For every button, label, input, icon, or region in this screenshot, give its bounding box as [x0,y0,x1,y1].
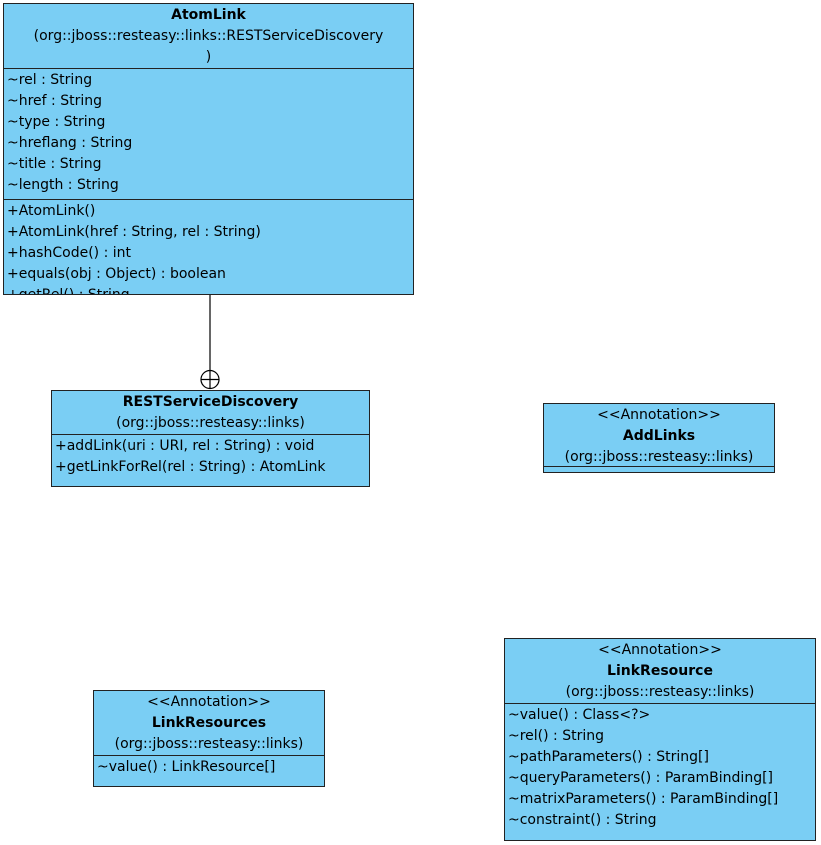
attribute: ~hreflang : String [7,135,133,151]
operation: ~matrixParameters() : ParamBinding[] [508,791,779,807]
attribute: ~length : String [7,177,119,193]
operations-compartment: ~value() : LinkResource[] [94,756,324,779]
operation: ~queryParameters() : ParamBinding[] [508,770,774,786]
class-name: AddLinks [622,428,696,444]
operations-compartment: ~value() : Class<?> ~rel() : String ~pat… [505,704,815,832]
operation: +hashCode() : int [7,245,131,261]
operation: +AtomLink(href : String, rel : String) [7,224,261,240]
class-name: LinkResources [151,715,267,731]
class-package-end: ) [205,49,212,65]
class-package: (org::jboss::resteasy::links::RESTServic… [33,28,384,44]
operation: ~pathParameters() : String[] [508,749,709,765]
operation: ~value() : Class<?> [508,707,651,723]
class-package: (org::jboss::resteasy::links) [565,684,755,700]
attribute: ~title : String [7,156,102,172]
operation: +getLinkForRel(rel : String) : AtomLink [55,459,326,475]
class-atomlink[interactable]: AtomLink (org::jboss::resteasy::links::R… [3,3,414,295]
class-name: AtomLink [171,7,246,23]
nesting-circle-plus-icon [200,369,220,390]
operation: ~constraint() : String [508,812,657,828]
operation: ~rel() : String [508,728,605,744]
class-rest-service-discovery[interactable]: RESTServiceDiscovery (org::jboss::restea… [51,390,370,487]
operations-compartment: +addLink(uri : URI, rel : String) : void… [52,435,369,479]
class-name: LinkResource [607,663,713,679]
class-package: (org::jboss::resteasy::links) [564,449,754,465]
class-add-links[interactable]: <<Annotation>> AddLinks (org::jboss::res… [543,403,775,473]
class-stereotype: <<Annotation>> [597,407,721,423]
class-stereotype: <<Annotation>> [147,694,271,710]
attributes-compartment: ~rel : String ~href : String ~type : Str… [4,69,413,200]
operation: ~value() : LinkResource[] [97,759,276,775]
operation: +equals(obj : Object) : boolean [7,266,226,282]
class-link-resources[interactable]: <<Annotation>> LinkResources (org::jboss… [93,690,325,787]
class-stereotype: <<Annotation>> [598,642,722,658]
operations-compartment: +AtomLink() +AtomLink(href : String, rel… [4,200,413,295]
class-name: RESTServiceDiscovery [122,394,299,410]
class-package: (org::jboss::resteasy::links) [114,736,304,752]
class-link-resource[interactable]: <<Annotation>> LinkResource (org::jboss:… [504,638,816,841]
attribute: ~type : String [7,114,106,130]
attribute: ~rel : String [7,72,93,88]
class-package: (org::jboss::resteasy::links) [116,415,305,431]
operation: +getRel() : String [7,287,130,295]
operation: +AtomLink() [7,203,96,219]
attribute: ~href : String [7,93,102,109]
operation: +addLink(uri : URI, rel : String) : void [55,438,315,454]
